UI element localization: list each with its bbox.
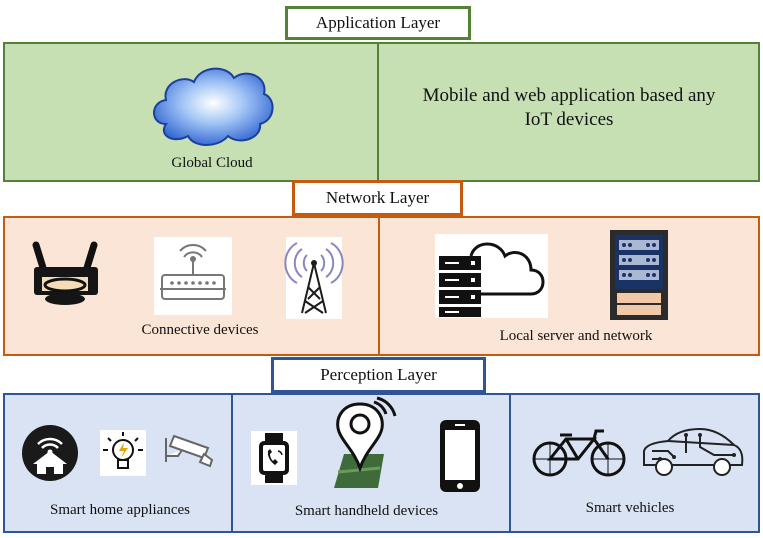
- security-camera-icon: [165, 434, 214, 468]
- smartphone-icon: [440, 420, 480, 492]
- application-description: Mobile and web application based any IoT…: [380, 84, 758, 132]
- application-layer-divider: [377, 42, 379, 182]
- network-layer-title: Network Layer: [292, 180, 463, 216]
- perception-divider-2: [509, 393, 511, 533]
- local-server-caption: Local server and network: [499, 328, 653, 344]
- server-cloud-icon: [439, 242, 545, 317]
- smart-home-icon: [22, 425, 78, 481]
- application-layer-panel: [3, 42, 760, 182]
- connective-devices-caption: Connective devices: [141, 322, 259, 338]
- smart-vehicles-caption: Smart vehicles: [585, 500, 675, 516]
- smart-home-caption: Smart home appliances: [50, 502, 190, 518]
- antenna-tower-icon: [284, 242, 344, 314]
- smartwatch-icon: [259, 433, 289, 483]
- application-description-line-2: IoT devices: [524, 109, 614, 130]
- connected-car-icon: [643, 427, 744, 476]
- network-layer-divider: [378, 216, 380, 356]
- light-bulb-icon: [103, 432, 143, 469]
- perception-divider-1: [231, 393, 233, 533]
- smart-handheld-caption: Smart handheld devices: [294, 503, 439, 519]
- application-description-line-1: Mobile and web application based any: [422, 85, 716, 106]
- global-cloud-caption: Global Cloud: [171, 155, 253, 171]
- application-layer-title: Application Layer: [285, 6, 471, 40]
- server-rack-icon: [610, 230, 668, 320]
- perception-layer-title: Perception Layer: [271, 357, 486, 393]
- cloud-icon: [153, 67, 274, 146]
- bicycle-icon: [532, 429, 626, 477]
- modem-icon: [160, 244, 226, 300]
- map-pin-icon: [334, 396, 397, 488]
- antenna-tower-icon-tile: [286, 237, 342, 319]
- router-icon: [32, 241, 98, 305]
